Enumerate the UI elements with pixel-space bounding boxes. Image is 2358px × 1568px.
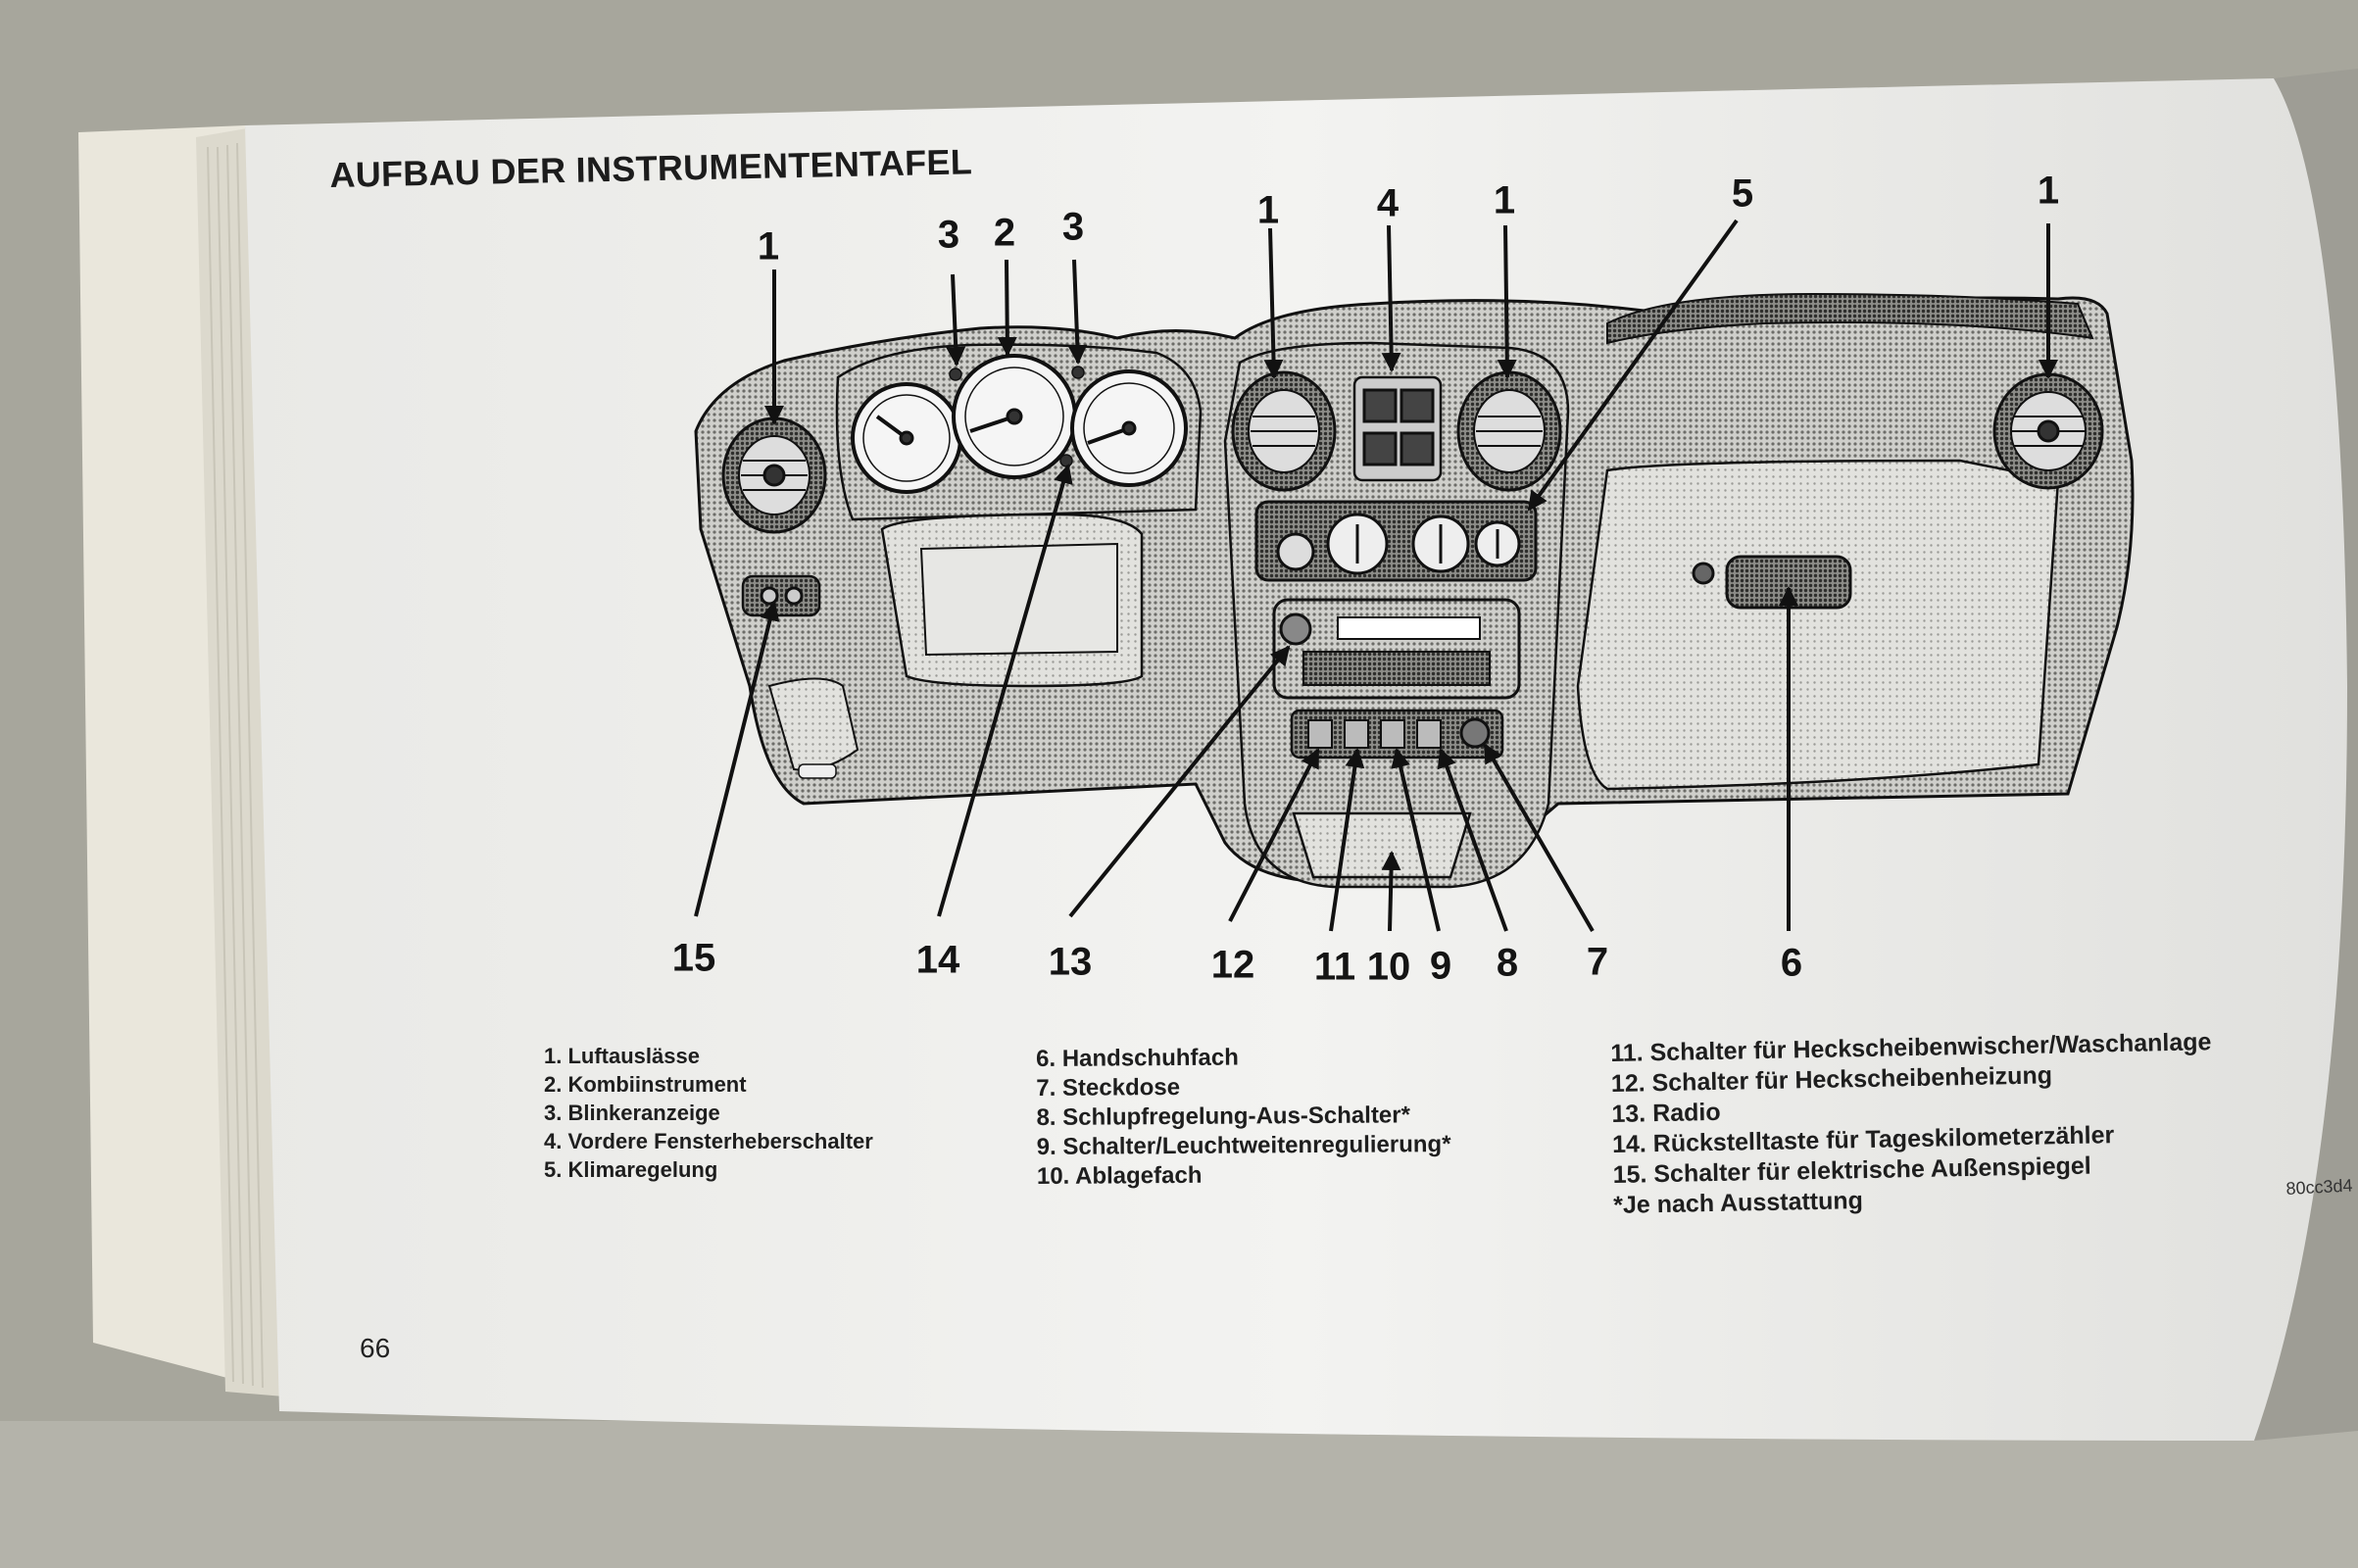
mirror-switch xyxy=(741,574,821,617)
air-vent-icon xyxy=(721,416,827,534)
legend-item: 8. Schlupfregelung-Aus-Schalter* xyxy=(1036,1102,1411,1131)
legend-column-2: 6. Handschuhfach 7. Steckdose 8. Schlupf… xyxy=(1036,1042,1451,1192)
turn-signal-indicator xyxy=(949,368,962,381)
callout-label: 3 xyxy=(1061,205,1085,249)
air-vent-icon xyxy=(1231,370,1337,492)
legend-item: 7. Steckdose xyxy=(1036,1073,1181,1102)
callout-label: 1 xyxy=(1256,188,1280,232)
storage-bin xyxy=(1292,811,1472,879)
callout-label: 12 xyxy=(1210,943,1255,987)
trip-reset-button xyxy=(1059,454,1073,467)
legend-item: 3. Blinkeranzeige xyxy=(544,1101,720,1125)
callout-label: 14 xyxy=(915,938,960,982)
callout-label: 3 xyxy=(937,213,960,257)
gauge-icon xyxy=(952,354,1077,479)
page-number: 66 xyxy=(360,1333,391,1363)
callout-label: 4 xyxy=(1376,181,1400,225)
callout-label: 1 xyxy=(2037,169,2060,213)
callout-label: 13 xyxy=(1048,940,1093,984)
air-vent-icon xyxy=(1456,370,1562,492)
glovebox xyxy=(1576,459,2060,791)
callout-label: 15 xyxy=(671,936,716,980)
callout-label: 1 xyxy=(1493,178,1516,222)
callout-label: 5 xyxy=(1731,172,1754,216)
legend-item: 10. Ablagefach xyxy=(1036,1161,1203,1190)
callout-label: 1 xyxy=(757,224,780,269)
legend-item: 1. Luftauslässe xyxy=(544,1044,700,1068)
callout-label: 2 xyxy=(993,211,1016,255)
figure-code: 80cc3d4 xyxy=(2285,1175,2354,1199)
legend-item: 6. Handschuhfach xyxy=(1036,1044,1239,1072)
callout-label: 9 xyxy=(1429,944,1452,988)
climate-control-panel xyxy=(1254,500,1538,582)
callout-label: 11 xyxy=(1313,945,1356,989)
gauge-icon xyxy=(1070,369,1188,487)
callout-arrows xyxy=(694,219,2058,933)
air-vent-icon xyxy=(1992,372,2104,490)
dashboard-illustration xyxy=(694,292,2135,889)
turn-signal-indicator xyxy=(1071,366,1085,379)
legend-item: 2. Kombiinstrument xyxy=(544,1072,747,1097)
callout-label: 8 xyxy=(1496,941,1519,985)
legend-item: 9. Schalter/Leuchtweitenregulierung* xyxy=(1036,1131,1451,1160)
legend-column-3: 11. Schalter für Heckscheibenwischer/Was… xyxy=(1610,1027,2215,1221)
legend-column-1: 1. Luftauslässe 2. Kombiinstrument 3. Bl… xyxy=(544,1042,873,1184)
legend-item: 5. Klimaregelung xyxy=(544,1157,718,1182)
legend-item: 4. Vordere Fensterheberschalter xyxy=(544,1129,873,1153)
callout-label: 7 xyxy=(1586,940,1609,984)
callout-label: 6 xyxy=(1780,941,1803,985)
callout-label: 10 xyxy=(1366,945,1411,989)
gauge-icon xyxy=(851,382,962,494)
